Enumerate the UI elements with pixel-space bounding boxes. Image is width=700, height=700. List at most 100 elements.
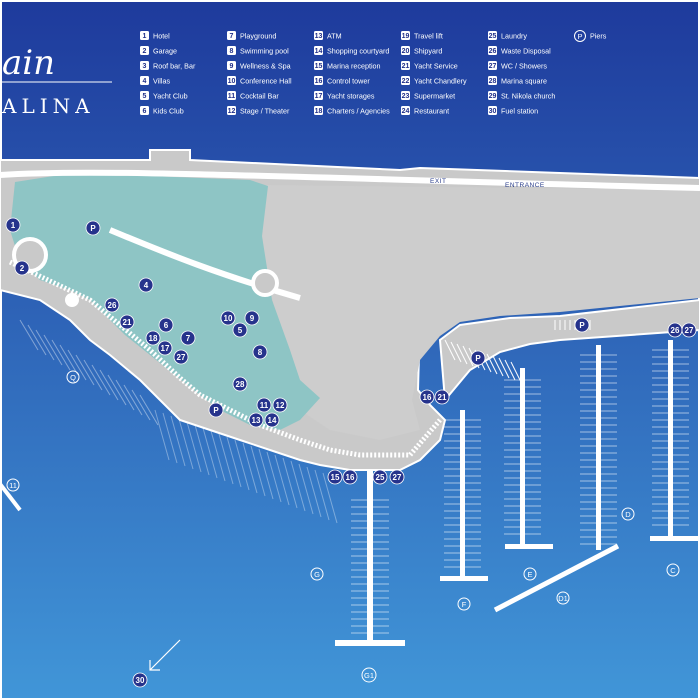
pier-label-c: C xyxy=(666,563,680,577)
parking-dot xyxy=(208,402,224,418)
legend-number-badge xyxy=(314,61,323,70)
berth-line xyxy=(274,454,290,506)
marker-11: 11 xyxy=(256,397,272,413)
marker-number: 13 xyxy=(252,416,261,425)
berth-line xyxy=(258,448,274,500)
piers-legend-symbol: P xyxy=(577,32,582,41)
legend-number: 12 xyxy=(228,108,236,115)
legend-number: 24 xyxy=(402,108,410,115)
legend-label: Yacht Chandlery xyxy=(414,77,467,86)
legend-label: Wellness & Spa xyxy=(240,62,291,71)
legend-number-badge xyxy=(314,31,323,40)
pier-labels: Q 11 G G1 F E D1 D xyxy=(6,370,680,683)
legend-label: Cocktail Bar xyxy=(240,92,279,101)
marker-dot xyxy=(14,260,30,276)
legend-label: Fuel station xyxy=(501,107,538,116)
legend-label: Supermarket xyxy=(414,92,455,101)
marker-dot xyxy=(264,412,280,428)
legend-number: 26 xyxy=(489,48,497,55)
berth-line xyxy=(186,421,202,473)
marker-number: 16 xyxy=(423,393,432,402)
svg-text:E: E xyxy=(527,570,532,579)
marker-dot xyxy=(272,397,288,413)
legend-number-badge xyxy=(314,76,323,85)
berth-line xyxy=(194,424,210,476)
svg-text:Q: Q xyxy=(70,373,76,382)
fuel-station-pointer xyxy=(149,639,181,671)
marker-18: 18 xyxy=(145,330,161,346)
marker-number: 10 xyxy=(224,314,233,323)
marker-27: 27 xyxy=(681,322,697,338)
berth-line xyxy=(250,445,266,497)
legend-number: 23 xyxy=(402,93,410,100)
marker-dot xyxy=(180,330,196,346)
legend-number-badge xyxy=(401,76,410,85)
marker-number: 27 xyxy=(177,353,186,362)
open-lot xyxy=(262,185,700,440)
svg-text:D: D xyxy=(625,510,631,519)
svg-text:C: C xyxy=(670,566,676,575)
legend-label: Travel lift xyxy=(414,32,443,41)
legend-label: Laundry xyxy=(501,32,527,41)
marker-dot xyxy=(173,349,189,365)
legend-number: 22 xyxy=(402,78,410,85)
marker-dot xyxy=(248,412,264,428)
parking-symbol: P xyxy=(213,406,219,415)
legend-number: 5 xyxy=(143,93,147,100)
marker-4: 4 xyxy=(138,277,154,293)
legend-number: 7 xyxy=(230,33,234,40)
legend-number-badge xyxy=(401,31,410,40)
pier-g1-spine xyxy=(367,470,373,645)
legend-label: Waste Disposal xyxy=(501,47,551,56)
svg-text:D1: D1 xyxy=(558,594,568,603)
pier-d1 xyxy=(493,543,620,613)
road-label-exit: EXIT xyxy=(430,178,446,185)
berth-line xyxy=(83,359,103,391)
legend-label: St. Nikola church xyxy=(501,92,555,101)
legend-label: Yacht Service xyxy=(414,62,458,71)
legend-number: 15 xyxy=(315,63,323,70)
piers xyxy=(0,340,698,646)
legend-number: 11 xyxy=(228,93,236,100)
main-road xyxy=(0,169,700,191)
legend-number: 14 xyxy=(315,48,323,55)
pier-f-head xyxy=(440,576,488,581)
berth-line xyxy=(226,436,242,488)
marker-number: 17 xyxy=(161,344,170,353)
pier-e xyxy=(505,368,553,549)
marker-number: 8 xyxy=(258,348,263,357)
piers-legend-icon xyxy=(574,30,586,42)
legend-label: WC / Showers xyxy=(501,62,547,71)
marker-number: 21 xyxy=(123,318,132,327)
legend-label: Hotel xyxy=(153,32,170,41)
marker-number: 25 xyxy=(376,473,385,482)
marker-6: 6 xyxy=(158,317,174,333)
legend-label: Kids Club xyxy=(153,107,184,116)
berth-line xyxy=(218,433,234,485)
marker-number: 4 xyxy=(144,281,149,290)
marker-number: 9 xyxy=(250,314,255,323)
legend-item-11: 11 Cocktail Bar xyxy=(227,91,279,101)
berth-line xyxy=(306,466,322,518)
marker-16: 16 xyxy=(419,389,435,405)
marker-26: 26 xyxy=(667,322,683,338)
legend-label: Playground xyxy=(240,32,276,41)
svg-text:11: 11 xyxy=(9,481,17,490)
parking-symbol: P xyxy=(90,224,96,233)
pier-label-g: G xyxy=(310,567,324,581)
marker-dot xyxy=(434,389,450,405)
parking-dot xyxy=(574,317,590,333)
legend-label: Villas xyxy=(153,77,170,86)
legend-number-badge xyxy=(488,106,497,115)
svg-text:G1: G1 xyxy=(364,671,374,680)
